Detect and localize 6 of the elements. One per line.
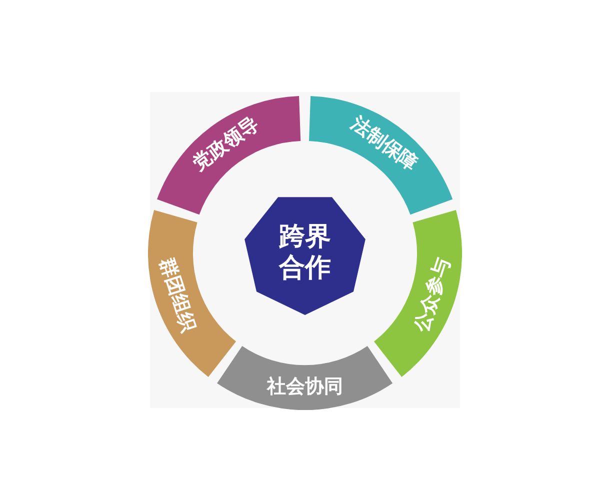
segment-label: 公众参与	[412, 255, 454, 334]
segment-label: 群团组织	[156, 255, 198, 334]
segment-label: 法制保障	[348, 114, 420, 174]
center-label: 跨界合作	[278, 222, 332, 284]
segment-label: 党政领导	[190, 114, 262, 174]
segment-label: 社会协同	[266, 378, 343, 397]
